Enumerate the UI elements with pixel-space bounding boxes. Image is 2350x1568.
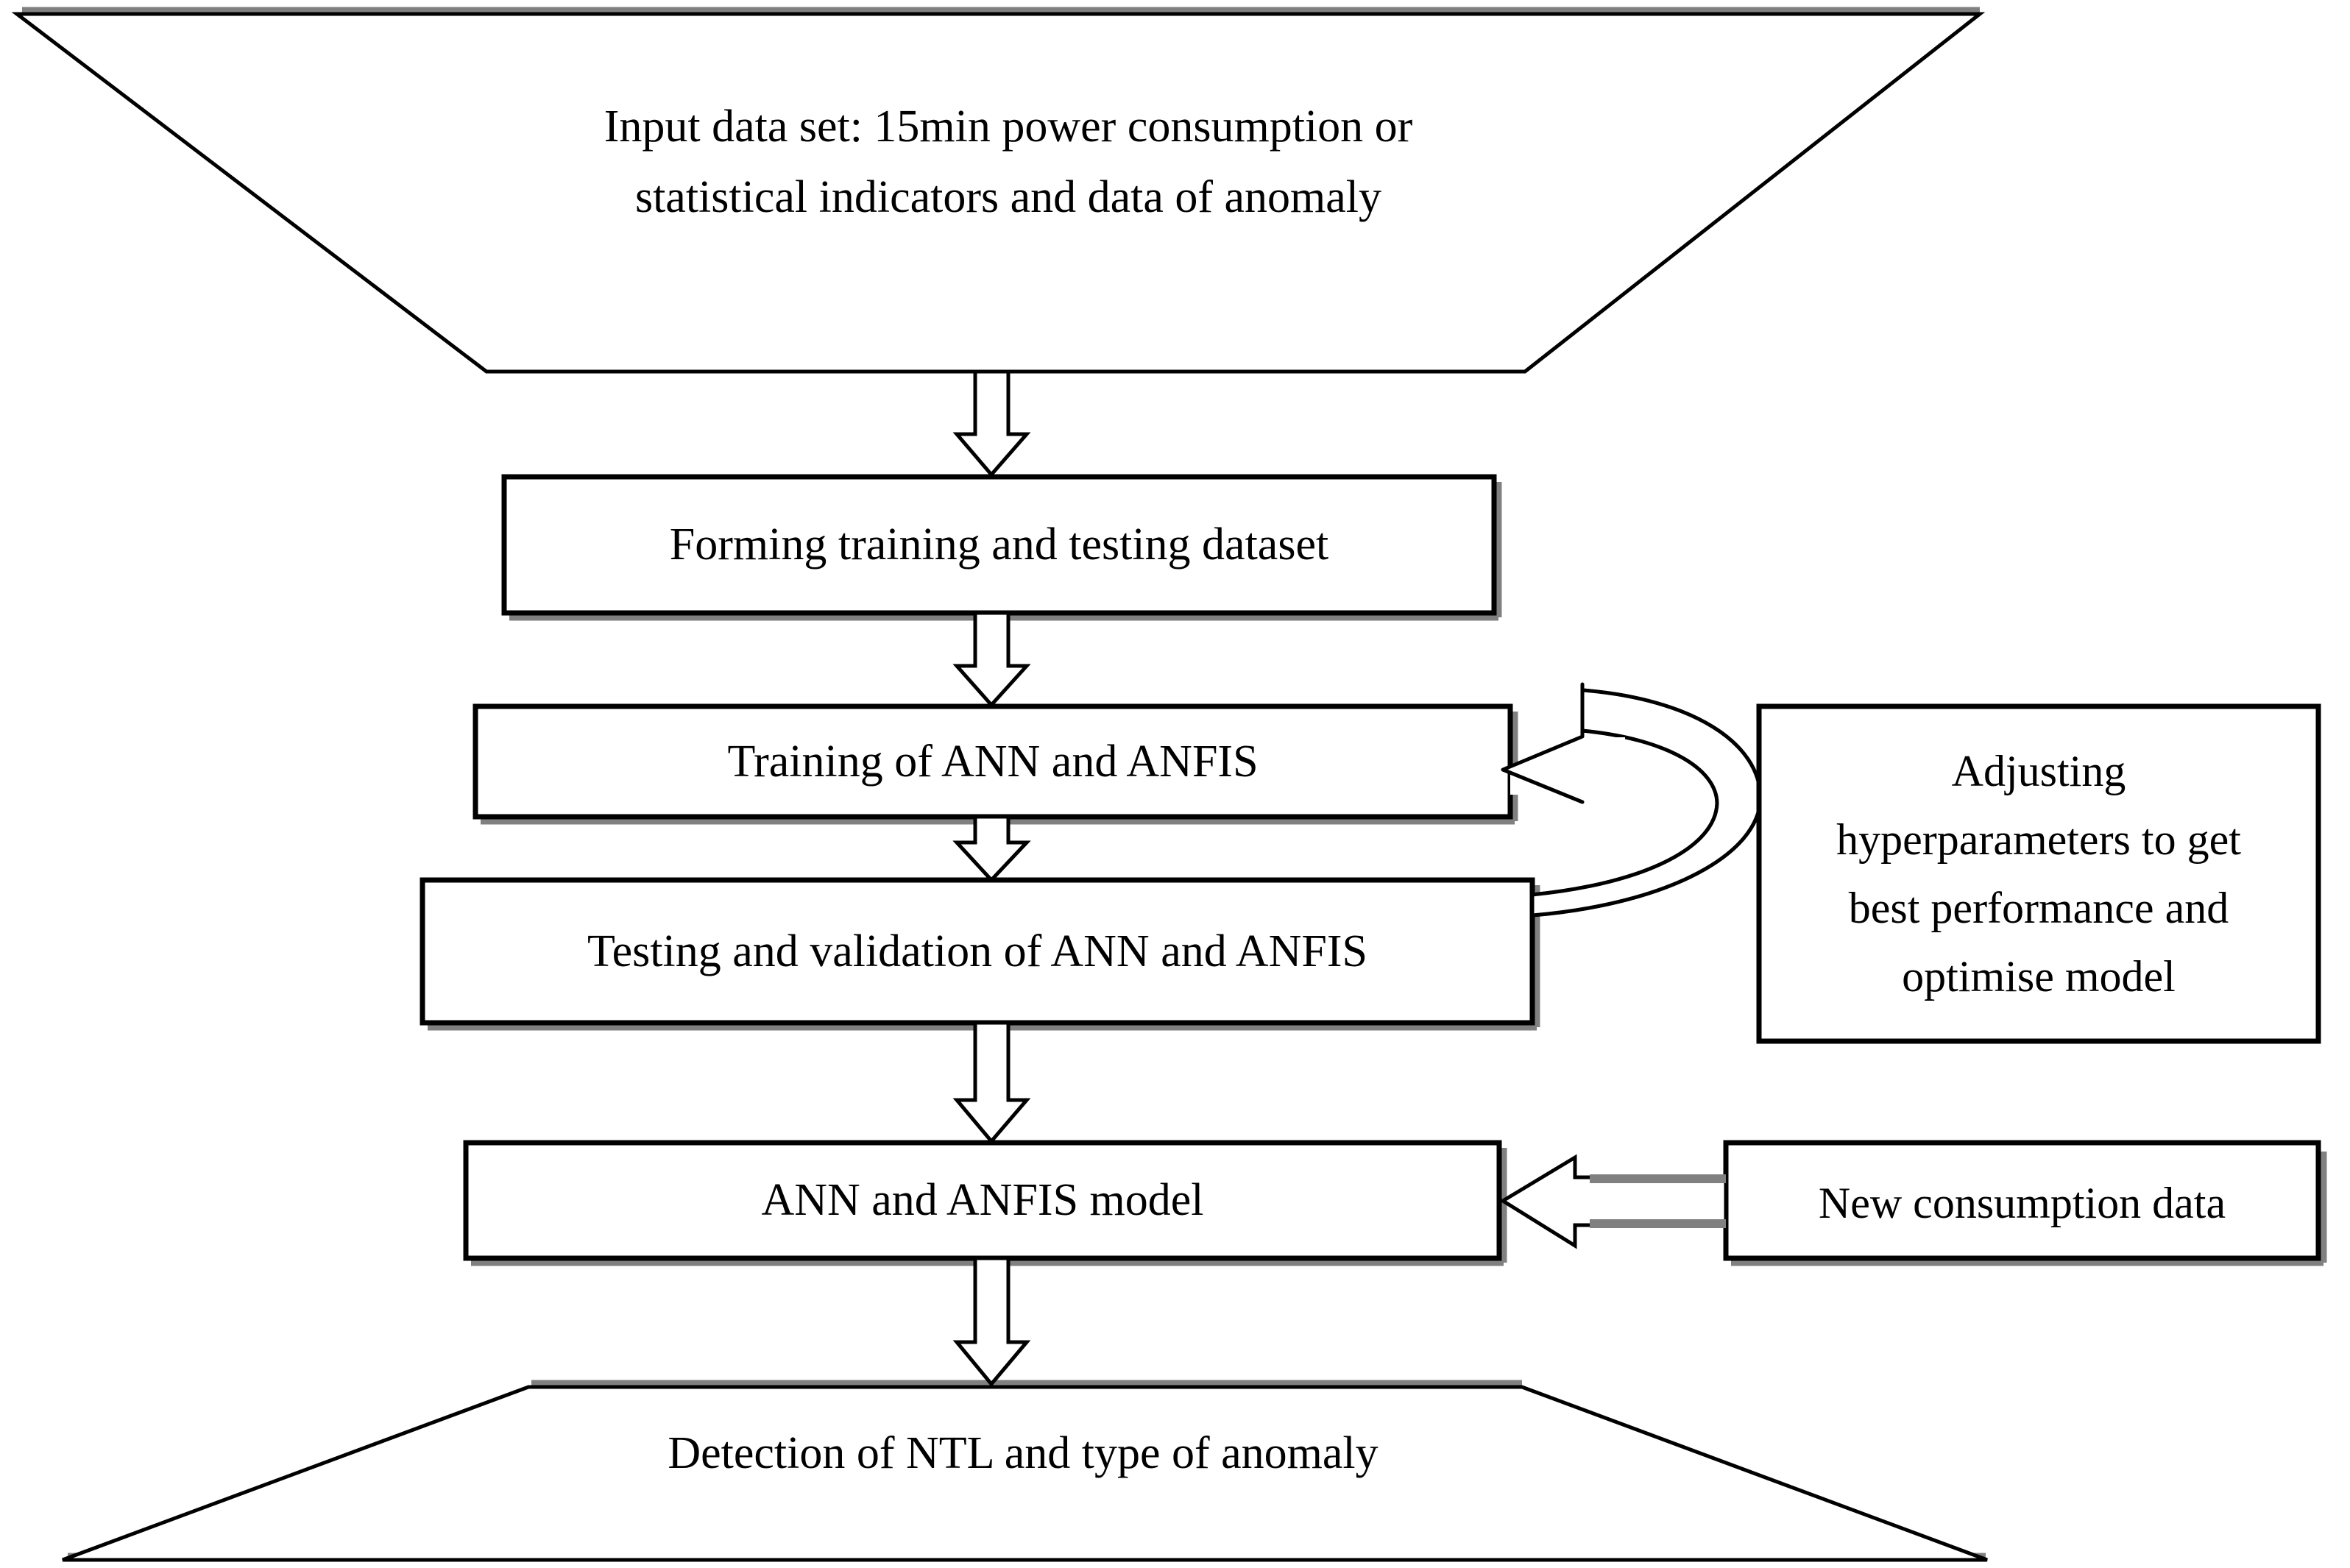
connector-newdata-to-model [1499,1154,1728,1249]
node-detection-output [62,1385,1988,1562]
connector-testing-to-model [952,1021,1031,1144]
node-new-consumption-data [1723,1140,2327,1266]
connector-forming-to-training [952,611,1031,708]
node-forming-dataset [501,474,1502,621]
connector-model-to-detection [952,1256,1031,1387]
node-adjust-hyperparameters [1756,703,2321,1044]
node-input-dataset [11,12,1986,374]
node-training [473,703,1518,825]
node-testing-validation [420,877,1540,1031]
connector-input-to-forming [952,369,1031,478]
node-model [463,1140,1507,1266]
connector-training-to-testing [952,815,1031,883]
connector-testing-to-training-loop [1501,682,1763,918]
